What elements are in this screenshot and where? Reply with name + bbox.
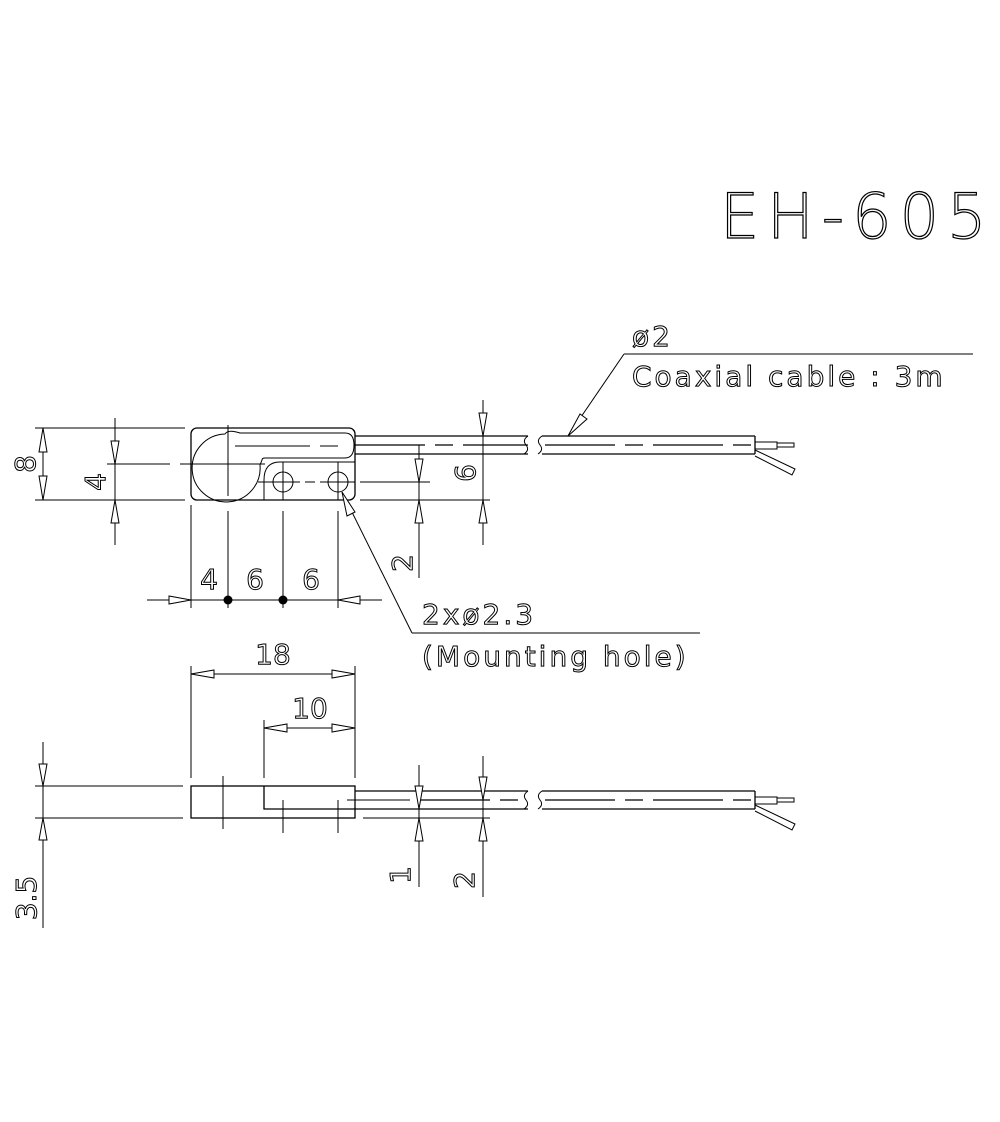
dim-pitch-6b: 6 — [302, 563, 320, 596]
dim-step-height-1: 1 — [384, 866, 417, 884]
drawing-title: EH-605 — [720, 180, 995, 253]
dim-height-8: 8 — [9, 455, 42, 473]
dim-cable-height-6: 6 — [449, 464, 482, 482]
dim-hole-offset-2: 2 — [386, 554, 419, 572]
cable-description-label: Coaxial cable : 3m — [632, 360, 946, 393]
cable-diameter-label: ø2 — [632, 320, 673, 353]
dim-length-18: 18 — [255, 638, 291, 671]
side-view: 18 10 3.5 1 2 — [10, 638, 796, 928]
sensor-side-outline — [190, 785, 356, 819]
dim-dot — [278, 595, 288, 605]
dim-step-10: 10 — [292, 692, 328, 725]
dim-height-4: 4 — [79, 473, 112, 491]
dim-cable-offset-2: 2 — [448, 871, 481, 889]
dim-pitch-4: 4 — [200, 563, 218, 596]
dim-pitch-6a: 6 — [246, 563, 264, 596]
hole-description-label: (Mounting hole) — [422, 640, 689, 673]
hole-spec-label: 2xø2.3 — [422, 598, 536, 631]
sensor-cavity — [191, 430, 355, 503]
dim-dot — [223, 595, 233, 605]
dim-thickness-3-5: 3.5 — [10, 876, 43, 921]
top-view: 8 4 2 6 4 6 6 2xø2.3 (Mounting hole) — [9, 320, 973, 674]
